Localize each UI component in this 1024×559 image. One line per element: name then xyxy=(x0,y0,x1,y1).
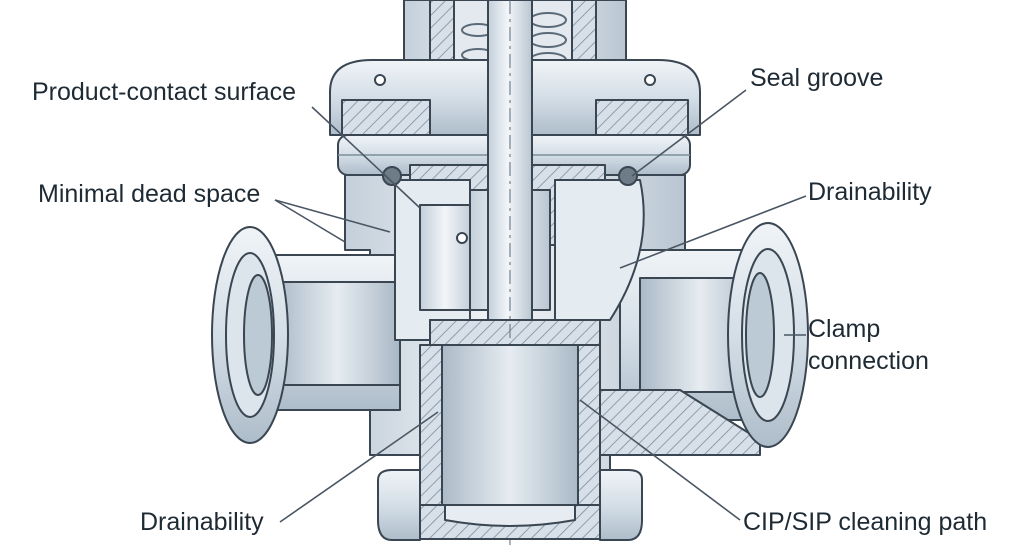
label-drainability-left: Drainability xyxy=(140,508,264,536)
seal-rings xyxy=(382,166,638,186)
leader-lines xyxy=(274,89,807,523)
label-clamp-line1: Clamp xyxy=(808,315,881,343)
valve-stem xyxy=(487,0,533,321)
leader-dead-space-1 xyxy=(274,199,346,243)
leader-drainability-left xyxy=(279,411,439,523)
label-minimal-dead-space: Minimal dead space xyxy=(38,180,261,208)
leader-dead-space-2 xyxy=(274,199,391,233)
label-clamp-connection: Clamp connection xyxy=(808,313,929,377)
leader-seal-groove xyxy=(631,89,747,177)
valve-plug xyxy=(419,204,477,311)
seal-ring-left xyxy=(382,166,402,186)
lower-outlet xyxy=(439,344,581,506)
label-seal-groove: Seal groove xyxy=(750,64,884,92)
label-clamp-line2: connection xyxy=(808,347,929,375)
leader-cip-sip xyxy=(579,399,741,521)
leader-drainability-right xyxy=(619,195,807,269)
leader-product-contact xyxy=(311,106,421,209)
seal-ring-right xyxy=(618,166,638,186)
label-drainability-right: Drainability xyxy=(808,178,932,206)
valve-body xyxy=(211,0,809,545)
label-cip-sip-cleaning-path: CIP/SIP cleaning path xyxy=(743,508,988,536)
label-product-contact-surface: Product-contact surface xyxy=(32,78,297,106)
